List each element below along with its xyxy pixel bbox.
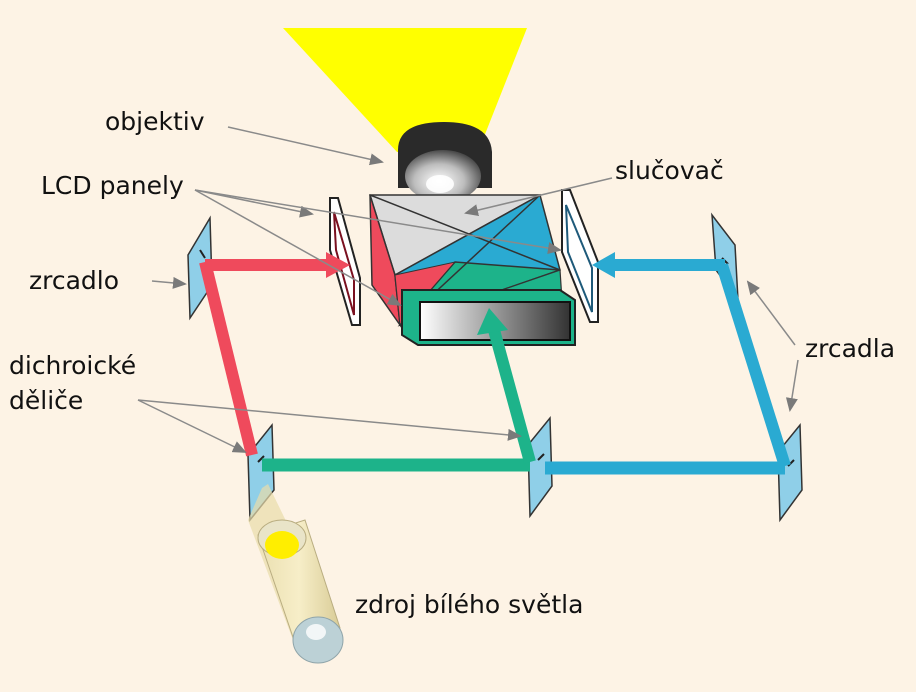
red-beam [199,252,350,457]
label-objective: objektiv [105,107,205,136]
objective-lens [398,122,492,202]
label-combiner: slučovač [615,156,724,185]
label-lcd-panels: LCD panely [41,171,184,200]
white-light-source [248,484,344,664]
green-beam [262,308,536,472]
label-dichroic-line1: dichroické [9,351,137,380]
label-mirrors: zrcadla [805,334,896,363]
blue-beam [545,252,791,475]
dichroic-splitter-middle [527,415,553,519]
lcd-panel-right [561,189,599,323]
label-dichroic-line2: děliče [9,386,84,415]
projected-light-cone [283,28,527,152]
label-light-source: zdroj bílého světla [355,590,584,619]
lcd-panel-left [329,197,361,326]
leader-lines [137,126,799,453]
label-mirror: zrcadlo [29,266,120,295]
